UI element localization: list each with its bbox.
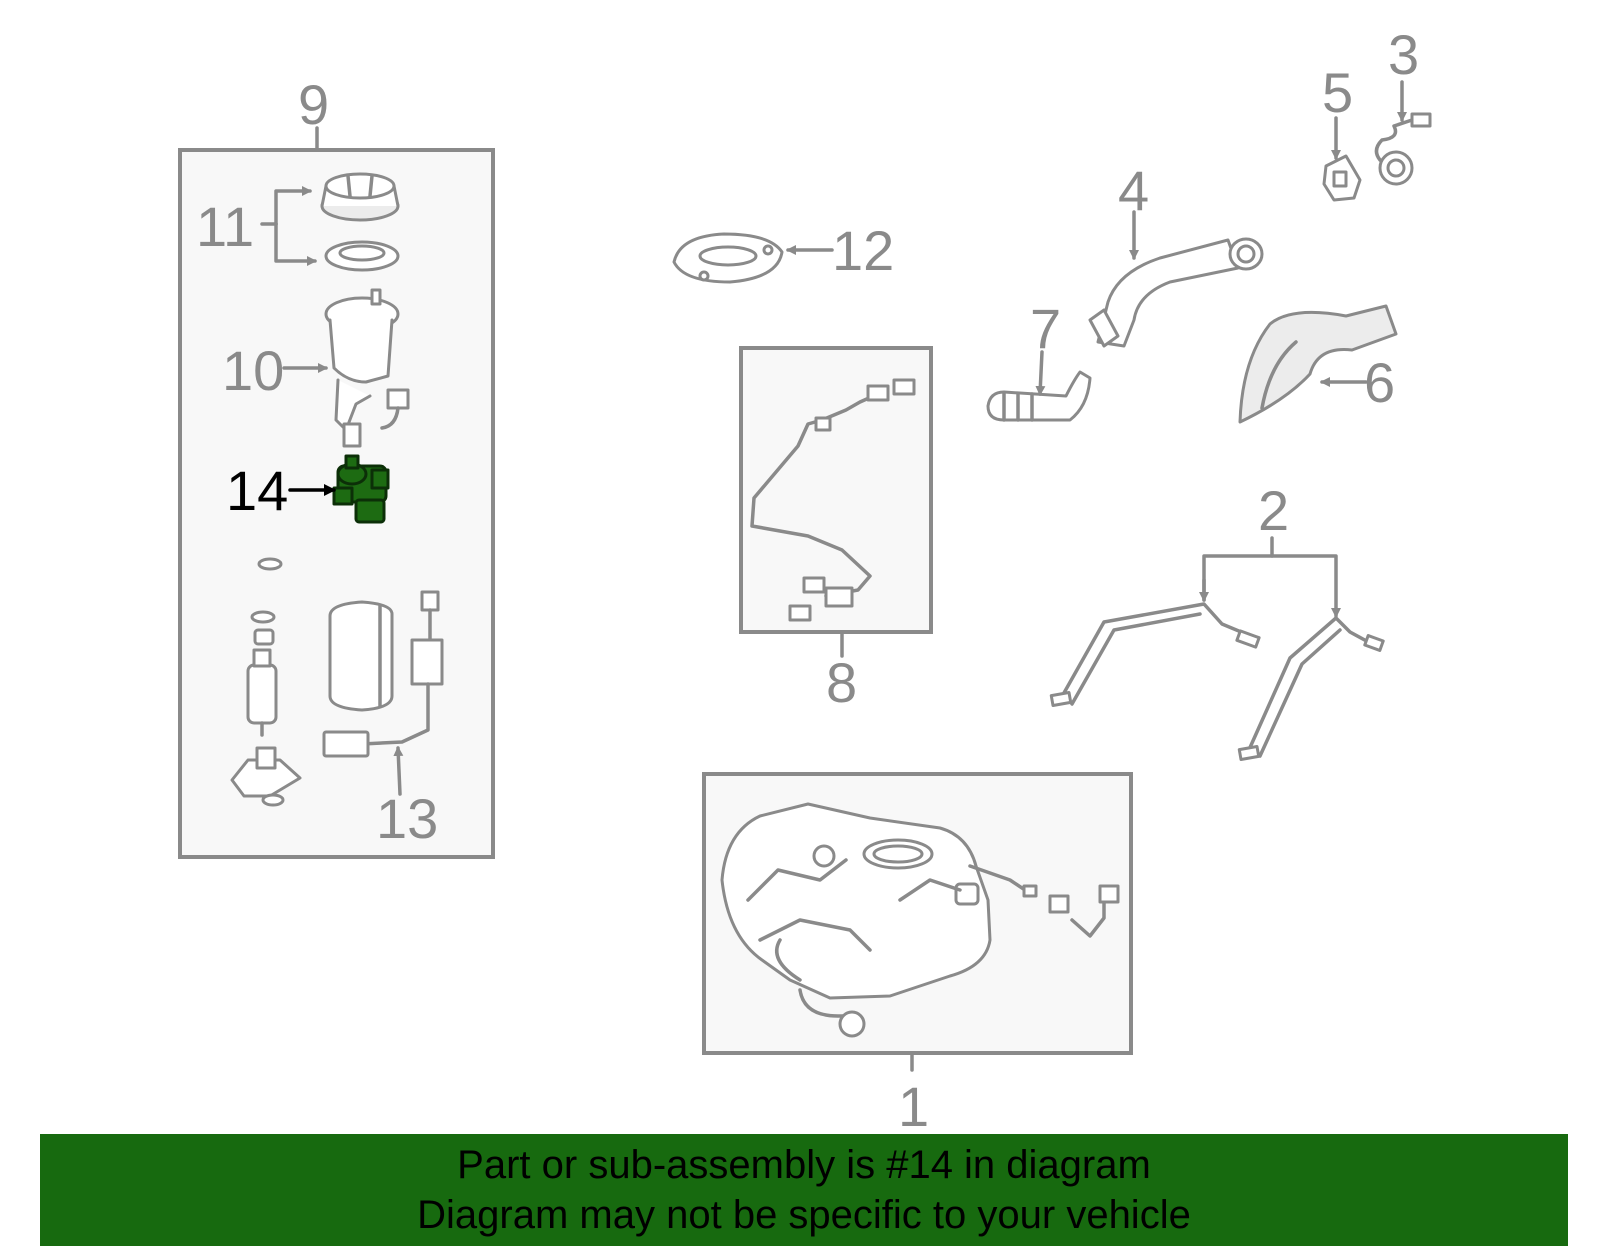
callout-1: 1	[898, 1075, 929, 1138]
info-banner: Part or sub-assembly is #14 in diagram D…	[40, 1134, 1568, 1246]
part-12-plate	[672, 232, 784, 284]
callout-6: 6	[1364, 351, 1395, 414]
callout-7: 7	[1030, 297, 1061, 360]
callout-14: 14	[226, 459, 288, 522]
callout-3: 3	[1388, 23, 1419, 86]
fuel-tank-group: 1	[702, 772, 1133, 1138]
part-3-tether	[1374, 112, 1432, 186]
part-5-cap	[1322, 154, 1362, 202]
banner-line-2: Diagram may not be specific to your vehi…	[417, 1193, 1191, 1237]
part-11-cap-and-ring	[320, 172, 400, 272]
callout-13: 13	[376, 787, 438, 850]
part-14-highlighted	[332, 454, 390, 524]
callout-2: 2	[1258, 479, 1289, 542]
banner-line-1: Part or sub-assembly is #14 in diagram	[457, 1143, 1151, 1187]
part-13-harness	[322, 590, 444, 758]
part-6-shield	[1238, 304, 1398, 424]
part-2-straps: 2	[1049, 479, 1385, 761]
part-4-filler-pipe	[1088, 237, 1264, 348]
part-10-pump-housing	[324, 288, 410, 448]
callout-12: 12	[832, 219, 894, 282]
harness-group: 8	[739, 346, 933, 714]
callout-5: 5	[1322, 61, 1353, 124]
callout-11: 11	[196, 195, 254, 258]
callout-4: 4	[1118, 159, 1149, 222]
part-small-seals	[230, 557, 302, 807]
part-7-hose	[986, 370, 1092, 422]
callout-9: 9	[298, 73, 329, 136]
callout-8: 8	[826, 651, 857, 714]
callout-10: 10	[222, 339, 284, 402]
pump-module-group: 9 11 10	[178, 73, 495, 859]
